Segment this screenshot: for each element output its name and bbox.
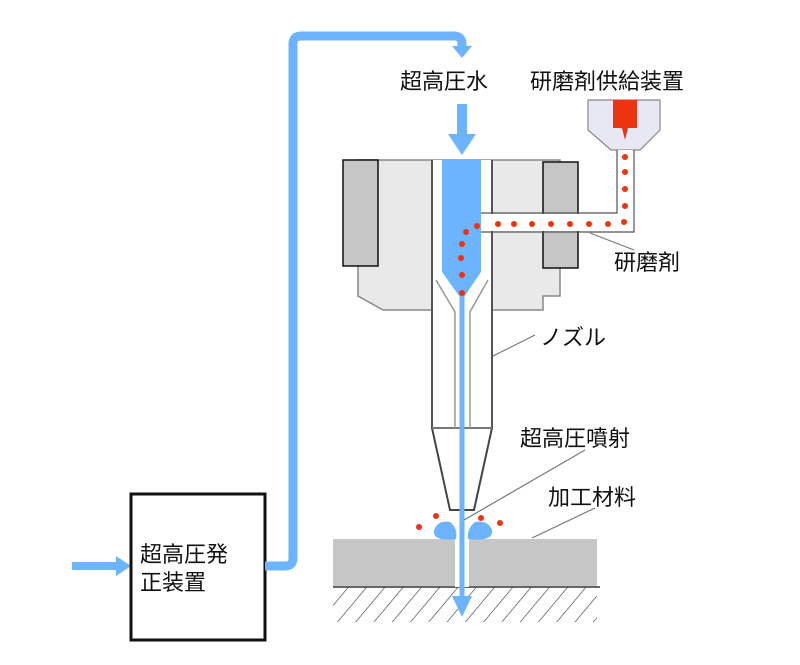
abrasive-particles — [416, 154, 628, 530]
generator-label-line2: 正装置 — [140, 571, 206, 596]
pressure-generator-box: 超高圧発 正装置 — [129, 492, 267, 642]
input-arrow — [72, 556, 131, 576]
water-jet — [452, 296, 472, 617]
high-pressure-pipe — [265, 31, 467, 571]
water-label: 超高圧水 — [400, 70, 488, 95]
nozzle-label: ノズル — [540, 326, 606, 351]
generator-label-line1: 超高圧発 — [140, 543, 228, 568]
nozzle — [430, 160, 494, 511]
workpiece-label: 加工材料 — [548, 486, 636, 511]
abrasive-feeder — [481, 99, 661, 233]
water-splash — [433, 521, 493, 540]
pipe-arrowhead — [452, 46, 472, 58]
water-inlet-arrow — [448, 104, 476, 155]
abrasive-label: 研磨剤 — [614, 251, 680, 276]
jet-label: 超高圧噴射 — [520, 427, 630, 452]
left-clamp-block — [342, 159, 379, 267]
abrasive-supply-label: 研磨剤供給装置 — [530, 70, 684, 95]
leader-lines — [463, 232, 635, 539]
